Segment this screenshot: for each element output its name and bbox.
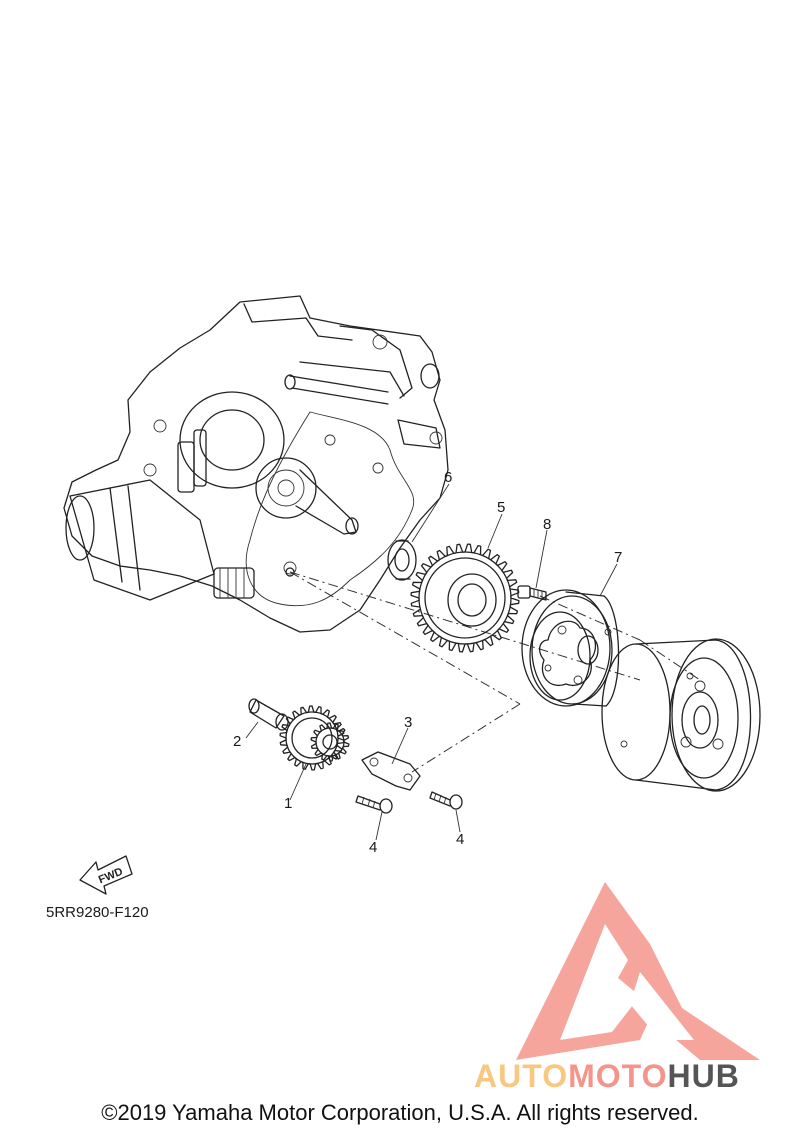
callout-1: 1 (284, 795, 292, 812)
part-7-starter-clutch (521, 589, 620, 707)
callout-5: 5 (497, 499, 505, 516)
callout-4-left: 4 (369, 839, 377, 856)
part-5-gear (410, 543, 520, 653)
flywheel-rotor (601, 638, 761, 792)
part-1-idler-gear (279, 705, 350, 771)
part-4-screw-right (429, 791, 463, 810)
logo-word-auto: AUTO (474, 1058, 568, 1094)
engine-crankcase (63, 295, 449, 633)
part-8-bolt (517, 585, 547, 601)
fwd-arrow: FWD (79, 855, 133, 895)
logo-triangle-mark (516, 882, 760, 1060)
logo-word-hub: HUB (667, 1058, 739, 1094)
gear-teeth (310, 722, 350, 762)
copyright-notice: ©2019 Yamaha Motor Corporation, U.S.A. A… (101, 1100, 699, 1125)
gear-teeth (410, 543, 520, 653)
callout-8: 8 (543, 516, 551, 533)
part-3-plate (361, 751, 421, 791)
logo-word-moto: MOTO (568, 1058, 667, 1094)
leader-lines (245, 483, 618, 841)
part-6-collar (387, 539, 417, 581)
callout-7: 7 (614, 549, 622, 566)
callout-3: 3 (404, 714, 412, 731)
alignment-lines (289, 571, 701, 773)
callout-4-right: 4 (456, 831, 464, 848)
callout-6: 6 (444, 469, 452, 486)
callout-2: 2 (233, 733, 241, 750)
svg-text:AUTOMOTOHUB: AUTOMOTOHUB (474, 1058, 740, 1094)
diagram-part-code: 5RR9280-F120 (46, 904, 149, 921)
gear-teeth (279, 705, 345, 771)
automotohub-logo: AUTOMOTOHUB (474, 882, 760, 1094)
callout-labels: 6 5 8 7 2 3 1 4 4 (233, 469, 622, 856)
part-4-screw-left (355, 795, 393, 814)
